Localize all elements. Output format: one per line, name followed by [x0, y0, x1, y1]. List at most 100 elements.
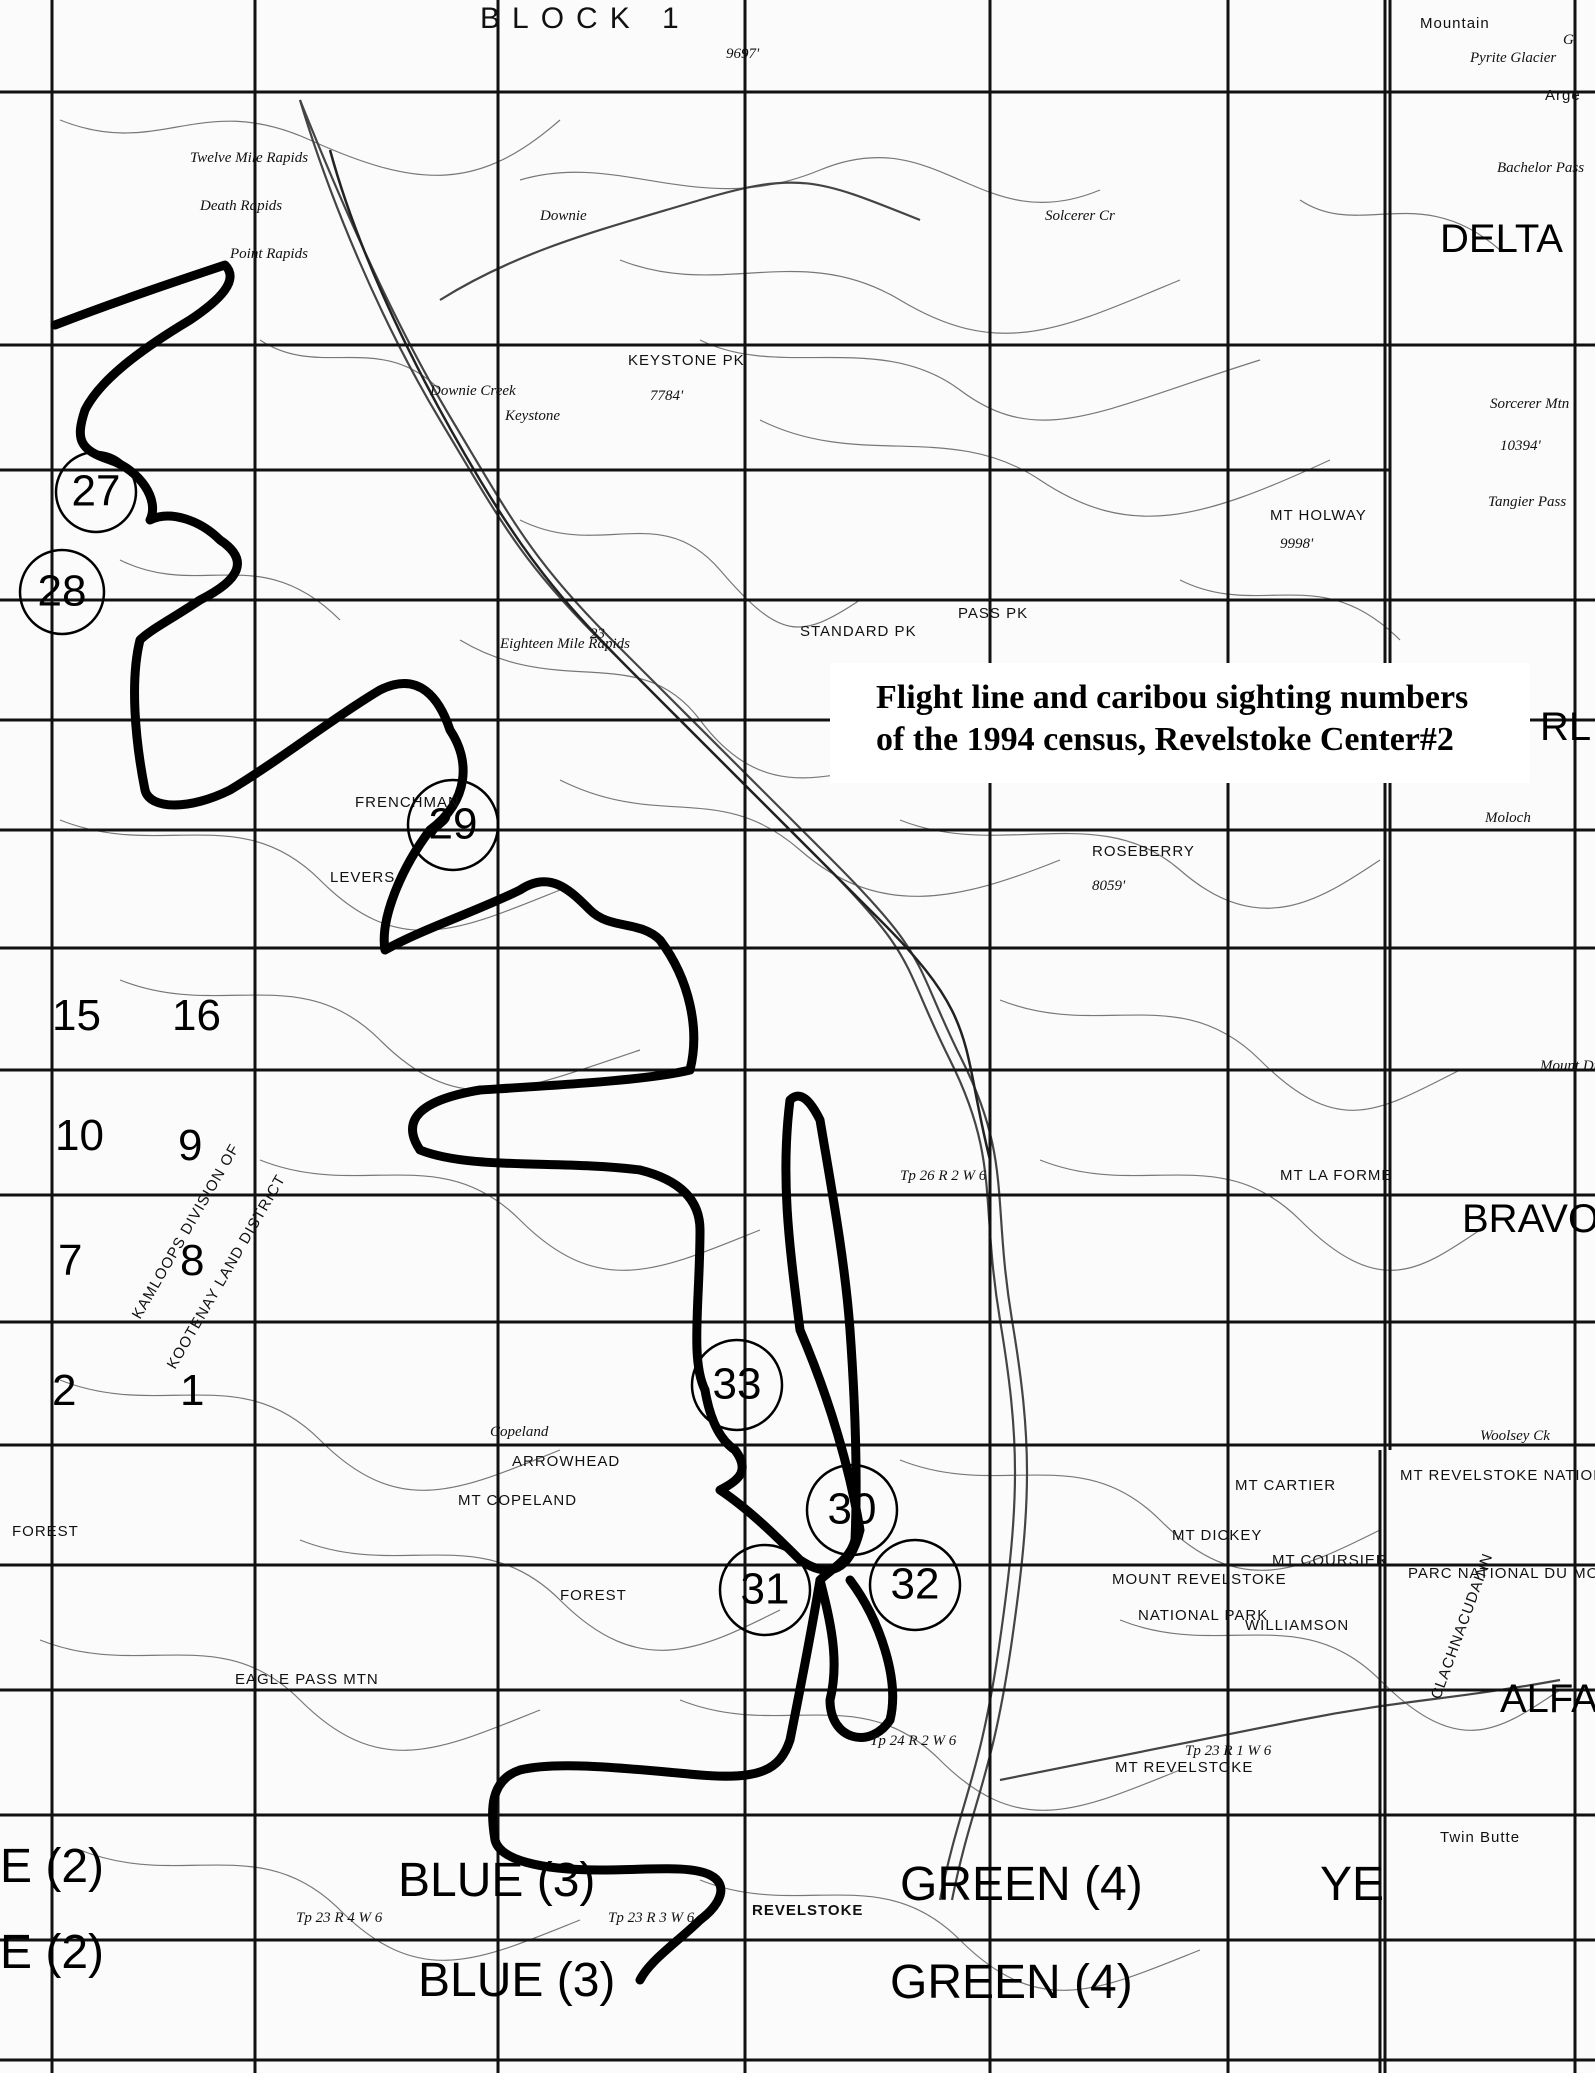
zone-ye: YE — [1320, 1858, 1384, 1911]
sighting-30: 30 — [805, 1463, 899, 1557]
svg-text:Solcerer Cr: Solcerer Cr — [1045, 208, 1115, 224]
svg-text:Point Rapids: Point Rapids — [229, 246, 308, 262]
svg-text:8: 8 — [180, 1236, 204, 1285]
svg-text:10: 10 — [55, 1111, 104, 1160]
svg-text:Arge: Arge — [1545, 87, 1581, 104]
svg-text:29: 29 — [429, 800, 478, 849]
grid-numbers: 15 16 10 9 7 8 2 1 — [52, 991, 221, 1415]
svg-text:Tp 24 R 2 W 6: Tp 24 R 2 W 6 — [870, 1733, 957, 1749]
svg-text:28: 28 — [38, 567, 87, 616]
block-bravo: BRAVO — [1462, 1197, 1595, 1241]
block-alfa: ALFA — [1500, 1677, 1595, 1721]
svg-text:LEVERS: LEVERS — [330, 869, 395, 886]
svg-text:MT COURSIER: MT COURSIER — [1272, 1552, 1388, 1569]
sighting-circles: 27 28 29 33 30 31 32 — [18, 450, 962, 1637]
svg-text:31: 31 — [741, 1565, 790, 1614]
svg-text:MT COPELAND: MT COPELAND — [458, 1492, 577, 1509]
caption-line-2: of the 1994 census, Revelstoke Center#2 — [876, 721, 1454, 758]
flight-line — [50, 260, 898, 1985]
svg-text:Twelve Mile Rapids: Twelve Mile Rapids — [190, 150, 308, 166]
sighting-28: 28 — [18, 548, 106, 636]
svg-text:Sorcerer Mtn: Sorcerer Mtn — [1490, 396, 1569, 412]
block-delta: DELTA — [1440, 217, 1563, 261]
svg-text:FOREST: FOREST — [560, 1587, 627, 1604]
zone-green-lower: GREEN (4) — [890, 1956, 1133, 2009]
svg-text:MT HOLWAY: MT HOLWAY — [1270, 507, 1367, 524]
svg-text:MT DICKEY: MT DICKEY — [1172, 1527, 1262, 1544]
block-title: BLOCK 1 — [480, 2, 691, 35]
svg-text:MT LA FORME: MT LA FORME — [1280, 1167, 1392, 1184]
svg-text:7784': 7784' — [650, 388, 684, 404]
svg-text:Woolsey Ck: Woolsey Ck — [1480, 1428, 1550, 1444]
svg-text:Death Rapids: Death Rapids — [199, 198, 282, 214]
svg-text:KEYSTONE PK: KEYSTONE PK — [628, 352, 745, 369]
sighting-27: 27 — [54, 450, 138, 534]
highway-23 — [328, 149, 992, 1161]
svg-text:9998': 9998' — [1280, 536, 1314, 552]
sighting-33: 33 — [690, 1338, 784, 1432]
caption-line-1: Flight line and caribou sighting numbers — [876, 679, 1469, 716]
illecillewaet-river — [999, 1678, 1561, 1782]
svg-text:Twin Butte: Twin Butte — [1440, 1829, 1520, 1846]
svg-text:Tp 23 R 1 W 6: Tp 23 R 1 W 6 — [1185, 1743, 1272, 1759]
svg-text:27: 27 — [72, 467, 121, 516]
svg-text:Keystone: Keystone — [504, 408, 560, 424]
svg-text:MT REVELSTOKE NATIONAL PARK: MT REVELSTOKE NATIONAL PARK — [1400, 1467, 1595, 1484]
svg-text:16: 16 — [172, 991, 221, 1040]
contour-lines — [39, 119, 1561, 1991]
peak-elevation: 9697' — [726, 46, 760, 62]
svg-text:Bachelor Pass: Bachelor Pass — [1497, 160, 1584, 176]
svg-text:Copeland: Copeland — [490, 1424, 549, 1440]
svg-text:23: 23 — [590, 626, 605, 642]
zone-left-upper: E (2) — [0, 1840, 104, 1893]
sighting-29: 29 — [406, 778, 500, 872]
svg-text:33: 33 — [713, 1360, 762, 1409]
svg-text:MT CARTIER: MT CARTIER — [1235, 1477, 1336, 1494]
svg-text:Downie Creek: Downie Creek — [429, 383, 516, 399]
svg-text:ARROWHEAD: ARROWHEAD — [512, 1453, 620, 1470]
zone-blue-lower: BLUE (3) — [418, 1954, 615, 2007]
svg-text:Tp 26 R 2 W 6: Tp 26 R 2 W 6 — [900, 1168, 987, 1184]
svg-text:REVELSTOKE: REVELSTOKE — [752, 1902, 863, 1919]
svg-text:7: 7 — [58, 1236, 82, 1285]
svg-text:15: 15 — [52, 991, 101, 1040]
svg-text:STANDARD PK: STANDARD PK — [800, 623, 917, 640]
corner-mountain-label: Mountain — [1420, 15, 1490, 32]
svg-text:Tp 23 R 4 W 6: Tp 23 R 4 W 6 — [296, 1910, 383, 1926]
svg-text:WILLIAMSON: WILLIAMSON — [1245, 1617, 1349, 1634]
svg-text:Mount Duran: Mount Duran — [1539, 1058, 1595, 1074]
sighting-32: 32 — [868, 1538, 962, 1632]
svg-text:Eighteen Mile Rapids: Eighteen Mile Rapids — [499, 636, 630, 652]
svg-text:FOREST: FOREST — [12, 1523, 79, 1540]
svg-text:30: 30 — [828, 1485, 877, 1534]
svg-text:EAGLE PASS MTN: EAGLE PASS MTN — [235, 1671, 379, 1688]
downie-creek-river — [439, 181, 921, 301]
svg-text:PARC NATIONAL DU MONT-REVELSTO: PARC NATIONAL DU MONT-REVELSTOKE — [1408, 1565, 1595, 1582]
svg-text:Tp 23 R 3 W 6: Tp 23 R 3 W 6 — [608, 1910, 695, 1926]
sighting-31: 31 — [718, 1543, 812, 1637]
svg-text:MT REVELSTOKE: MT REVELSTOKE — [1115, 1759, 1253, 1776]
svg-text:Downie: Downie — [539, 208, 587, 224]
block-rl: RL — [1540, 705, 1591, 749]
map-caption: Flight line and caribou sighting numbers… — [830, 663, 1530, 783]
svg-text:2: 2 — [52, 1366, 76, 1415]
zone-blue-upper: BLUE (3) — [398, 1854, 595, 1907]
svg-text:ROSEBERRY: ROSEBERRY — [1092, 843, 1195, 860]
svg-text:FRENCHMAN: FRENCHMAN — [355, 794, 460, 811]
svg-text:1: 1 — [180, 1366, 204, 1415]
zone-left-lower: E (2) — [0, 1926, 104, 1979]
svg-text:10394': 10394' — [1500, 438, 1542, 454]
svg-text:Moloch: Moloch — [1484, 810, 1531, 826]
svg-text:32: 32 — [891, 1560, 940, 1609]
svg-text:PASS PK: PASS PK — [958, 605, 1028, 622]
svg-text:8059': 8059' — [1092, 878, 1126, 894]
svg-text:Pyrite Glacier: Pyrite Glacier — [1469, 50, 1556, 66]
corner-letter: G — [1563, 32, 1574, 48]
svg-text:MOUNT REVELSTOKE: MOUNT REVELSTOKE — [1112, 1571, 1287, 1588]
svg-text:NATIONAL PARK: NATIONAL PARK — [1138, 1607, 1268, 1624]
svg-text:Tangier Pass: Tangier Pass — [1488, 494, 1566, 510]
svg-text:9: 9 — [178, 1121, 202, 1170]
zone-green-upper: GREEN (4) — [900, 1858, 1143, 1911]
